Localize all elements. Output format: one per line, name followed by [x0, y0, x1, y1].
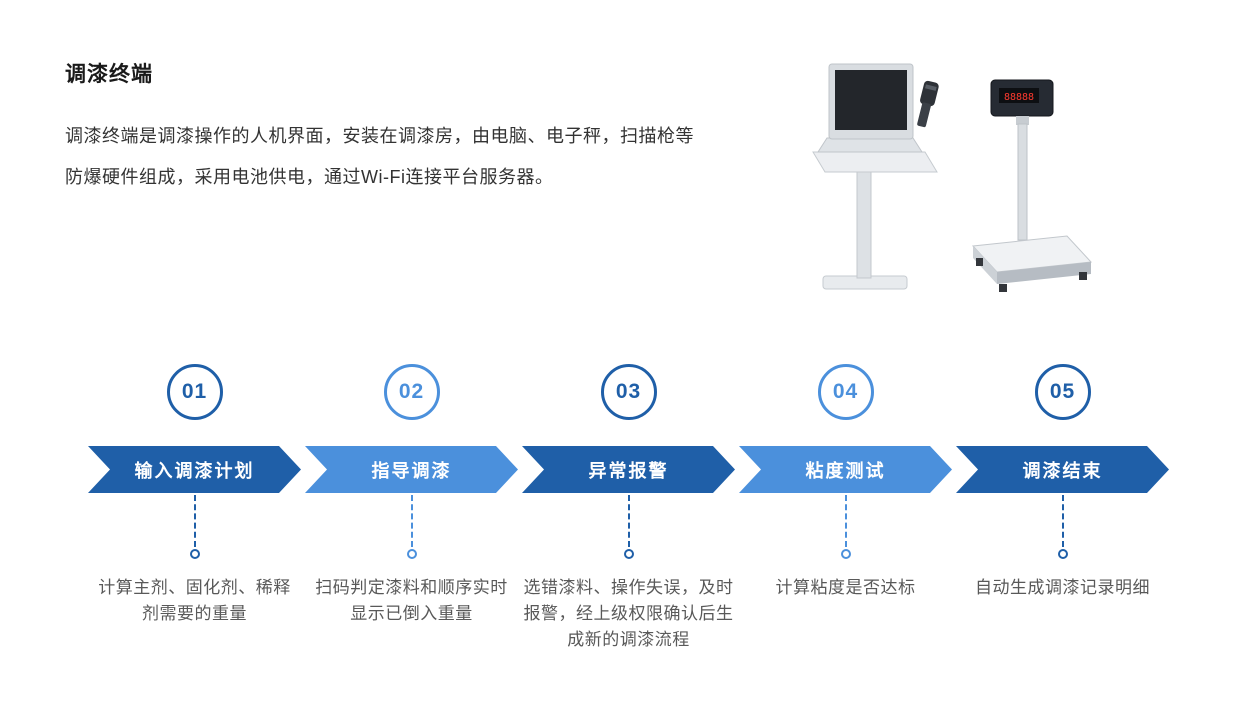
step-number-badge: 04 [817, 364, 874, 420]
electronic-scale-illustration: 88888 [971, 79, 1093, 292]
step-abnormal-alarm: 03 异常报警 选错漆料、操作失误，及时报警，经上级权限确认后生成新的调漆流程 [522, 364, 735, 653]
step-arrow-banner: 输入调漆计划 [88, 446, 301, 493]
step-label: 调漆结束 [1022, 460, 1103, 481]
step-description: 扫码判定漆料和顺序实时显示已倒入重量 [315, 578, 508, 623]
dashed-line [193, 495, 196, 547]
step-guide-mixing: 02 指导调漆 扫码判定漆料和顺序实时显示已倒入重量 [305, 364, 518, 653]
step-number: 01 [181, 380, 208, 403]
step-connector [1057, 495, 1068, 559]
page-description: 调漆终端是调漆操作的人机界面，安装在调漆房，由电脑、电子秤，扫描枪等防爆硬件组成… [65, 126, 694, 187]
connector-dot [840, 549, 851, 559]
connector-dot [623, 549, 634, 559]
step-number: 03 [615, 380, 642, 403]
dashed-line [844, 495, 847, 547]
step-input-plan: 01 输入调漆计划 计算主剂、固化剂、稀释剂需要的重量 [88, 364, 301, 653]
step-connector [406, 495, 417, 559]
step-description: 选错漆料、操作失误，及时报警，经上级权限确认后生成新的调漆流程 [523, 578, 734, 649]
step-arrow-banner: 粘度测试 [739, 446, 952, 493]
page-title: 调漆终端 [65, 63, 153, 86]
step-mixing-finished: 05 调漆结束 自动生成调漆记录明细 [956, 364, 1169, 653]
connector-dot [1057, 549, 1068, 559]
step-number: 05 [1049, 380, 1076, 403]
step-label: 异常报警 [588, 460, 669, 481]
step-connector [189, 495, 200, 559]
dashed-line [1061, 495, 1064, 547]
step-description: 计算粘度是否达标 [775, 578, 916, 597]
step-number-badge: 01 [166, 364, 223, 420]
step-description: 自动生成调漆记录明细 [975, 578, 1150, 597]
scanner-icon [917, 80, 939, 128]
step-viscosity-test: 04 粘度测试 计算粘度是否达标 [739, 364, 952, 653]
dashed-line [627, 495, 630, 547]
header: 调漆终端 调漆终端是调漆操作的人机界面，安装在调漆房，由电脑、电子秤，扫描枪等防… [65, 58, 705, 198]
step-label: 输入调漆计划 [134, 460, 255, 481]
step-arrow-banner: 异常报警 [522, 446, 735, 493]
step-number-badge: 05 [1034, 364, 1091, 420]
step-number-badge: 03 [600, 364, 657, 420]
dashed-line [410, 495, 413, 547]
step-number-badge: 02 [383, 364, 440, 420]
process-flow: 01 输入调漆计划 计算主剂、固化剂、稀释剂需要的重量 02 指导调漆 扫码判定… [88, 364, 1172, 653]
step-connector [623, 495, 634, 559]
step-description: 计算主剂、固化剂、稀释剂需要的重量 [98, 578, 291, 623]
paint-terminal-illustration [812, 63, 939, 290]
step-number: 04 [832, 380, 859, 403]
equipment-illustration: 88888 [795, 48, 1105, 308]
step-label: 粘度测试 [805, 460, 886, 481]
step-label: 指导调漆 [371, 460, 452, 481]
scale-led-display: 88888 [1004, 92, 1034, 103]
step-arrow-banner: 调漆结束 [956, 446, 1169, 493]
step-connector [840, 495, 851, 559]
connector-dot [406, 549, 417, 559]
terminal-and-scale-image: 88888 [812, 63, 1093, 292]
step-number: 02 [398, 380, 425, 403]
connector-dot [189, 549, 200, 559]
step-arrow-banner: 指导调漆 [305, 446, 518, 493]
